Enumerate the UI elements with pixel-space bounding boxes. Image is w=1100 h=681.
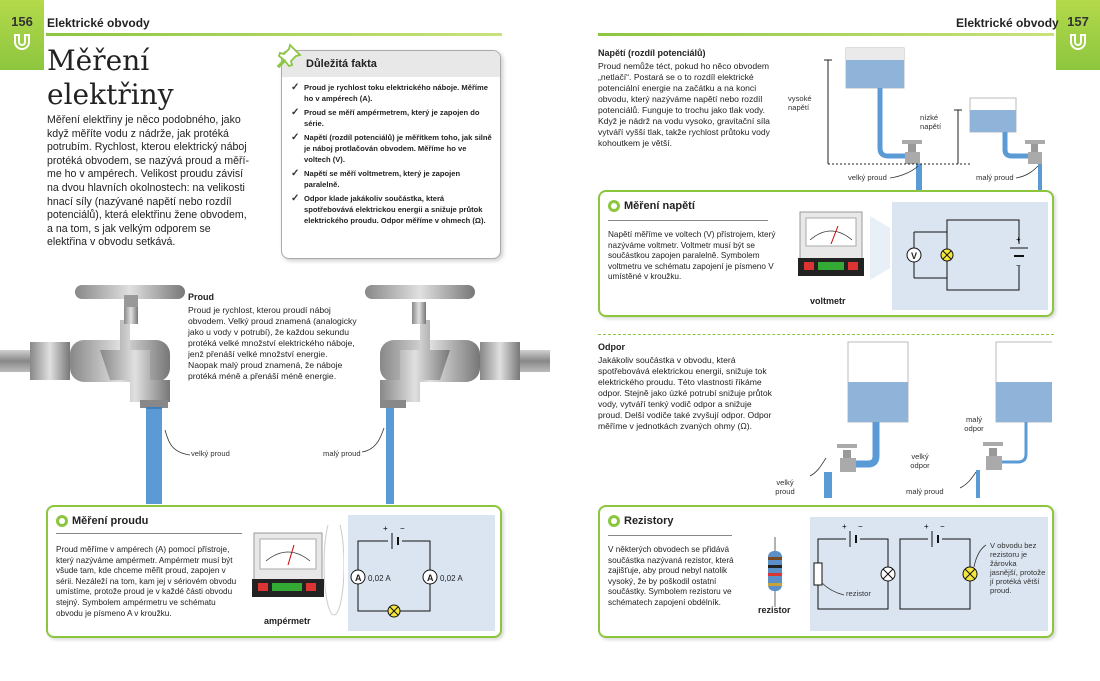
resistor-circuit-diagram: + − + − [813, 522, 987, 610]
label-big-resistance: velký odpor [910, 452, 930, 470]
svg-text:+: + [842, 522, 847, 531]
label-big-flow-voltage: velký proud [848, 173, 887, 182]
svg-text:+: + [1016, 235, 1021, 244]
section-divider [598, 334, 1054, 335]
voltage-heading: Napětí (rozdíl potenciálů) [598, 48, 706, 58]
fact-item: Odpor klade jakákoliv součástka, která s… [291, 194, 492, 226]
magnet-icon [14, 34, 30, 50]
svg-text:−: − [1016, 261, 1021, 270]
ammeter-circuit-panel: + − A A 0,02 A 0,02 A [348, 515, 495, 631]
measuring-current-text: Proud měříme v ampérech (A) pomocí příst… [56, 545, 237, 618]
resistors-box: Rezistory V některých obvodech se přidáv… [598, 505, 1054, 638]
measuring-voltage-text: Napětí měříme ve voltech (V) přístrojem,… [608, 230, 776, 282]
ammeter-device [252, 525, 344, 616]
voltage-text: Proud nemůže téct, pokud ho něco obvodem… [598, 60, 770, 148]
gear-icon [56, 515, 68, 527]
resistors-text: V některých obvodech se přidává součástk… [608, 545, 734, 607]
resistance-section: Odpor Jakákoliv součástka v obvodu, kter… [598, 341, 774, 432]
left-running-title: Elektrické obvody [47, 16, 150, 30]
resistor-component [768, 537, 782, 607]
resistor-circuit-panel: + − + − rezistor V obvodu bez rezistoru … [810, 517, 1048, 631]
taps-illustration [0, 285, 550, 504]
label-big-flow: velký proud [191, 449, 230, 458]
intro-paragraph: Měření elektřiny je něco podobného, jako… [47, 114, 249, 249]
label-low-voltage: nízké napětí [920, 113, 942, 131]
right-header-rule [598, 33, 1054, 36]
voltmeter-circuit-diagram: + − [906, 219, 1028, 291]
right-running-title: Elektrické obvody [956, 16, 1059, 30]
voltmeter-circuit-panel: + − V [892, 202, 1048, 310]
resistors-title: Rezistory [624, 515, 674, 527]
facts-list: Proud je rychlost toku elektrického nábo… [282, 77, 500, 226]
heading-underline [608, 220, 768, 221]
resistor-note: V obvodu bez rezistoru je žárovka jasněj… [990, 541, 1046, 595]
heading-underline [608, 535, 732, 536]
label-small-flow-voltage: malý proud [976, 173, 1014, 182]
resistor-diagram-label: rezistor [846, 589, 871, 598]
proud-section: Proud Proud je rychlost, kterou proudí n… [188, 291, 358, 382]
svg-text:−: − [400, 524, 405, 533]
voltmeter-device [798, 211, 890, 280]
fact-item: Proud se měří ampérmetrem, který je zapo… [291, 108, 492, 129]
proud-heading: Proud [188, 292, 214, 302]
label-small-flow-resistance: malý proud [906, 487, 944, 496]
voltage-section: Napětí (rozdíl potenciálů) Proud nemůže … [598, 47, 770, 149]
resistance-heading: Odpor [598, 342, 625, 352]
right-page-tab: 157 [1056, 0, 1100, 70]
svg-text:+: + [383, 524, 388, 533]
left-header-rule [46, 33, 502, 36]
ammeter-reading-2: 0,02 A [440, 574, 463, 583]
water-stream-small [386, 408, 394, 504]
label-small-flow: malý proud [323, 449, 361, 458]
voltmeter-label: voltmetr [810, 296, 846, 306]
gear-icon [608, 200, 620, 212]
water-tank-voltage-illustration [824, 47, 1045, 190]
measuring-voltage-box: Měření napětí Napětí měříme ve voltech (… [598, 190, 1054, 317]
water-stream-big [146, 408, 162, 504]
label-small-resistance: malý odpor [964, 415, 984, 433]
measuring-voltage-heading: Měření napětí [608, 200, 695, 212]
ammeter-circuit-diagram: + − [350, 524, 438, 618]
gear-icon [608, 515, 620, 527]
facts-heading: Důležitá fakta [282, 51, 500, 77]
label-big-flow-resistance: velký proud [775, 478, 795, 496]
measuring-current-box: Měření proudu Proud měříme v ampérech (A… [46, 505, 502, 638]
measuring-voltage-title: Měření napětí [624, 200, 695, 212]
voltmeter-symbol: V [911, 251, 918, 261]
page-title: Měření elektřiny [47, 44, 247, 112]
resistor-label: rezistor [758, 605, 791, 615]
proud-text: Proud je rychlost, kterou proudí náboj o… [188, 304, 357, 381]
magnet-icon [1070, 34, 1086, 50]
left-page-number: 156 [11, 14, 33, 29]
title-line-1: Měření [47, 44, 150, 77]
svg-text:−: − [940, 522, 945, 531]
ammeter-reading-1: 0,02 A [368, 574, 391, 583]
fact-item: Napětí se měří voltmetrem, který je zapo… [291, 169, 492, 190]
resistors-heading: Rezistory [608, 515, 674, 527]
right-page-number: 157 [1067, 14, 1089, 29]
label-high-voltage: vysoké napětí [788, 94, 812, 112]
fact-item: Proud je rychlost toku elektrického nábo… [291, 83, 492, 104]
water-tank-resistance-illustration [809, 341, 1052, 498]
measuring-current-title: Měření proudu [72, 515, 149, 527]
ammeter-label: ampérmetr [264, 616, 311, 626]
heading-underline [56, 533, 242, 534]
fact-item: Napětí (rozdíl potenciálů) je měřítkem t… [291, 133, 492, 165]
svg-text:+: + [924, 522, 929, 531]
facts-box: Důležitá fakta Proud je rychlost toku el… [276, 43, 501, 259]
measuring-current-heading: Měření proudu [56, 515, 148, 527]
resistance-text: Jakákoliv součástka v obvodu, která spot… [598, 354, 772, 431]
left-page-tab: 156 [0, 0, 44, 70]
ammeter-symbol-2: A [427, 573, 434, 583]
title-line-2: elektřiny [47, 78, 174, 111]
svg-text:−: − [858, 522, 863, 531]
ammeter-symbol-1: A [355, 573, 362, 583]
pushpin-icon [276, 43, 302, 69]
